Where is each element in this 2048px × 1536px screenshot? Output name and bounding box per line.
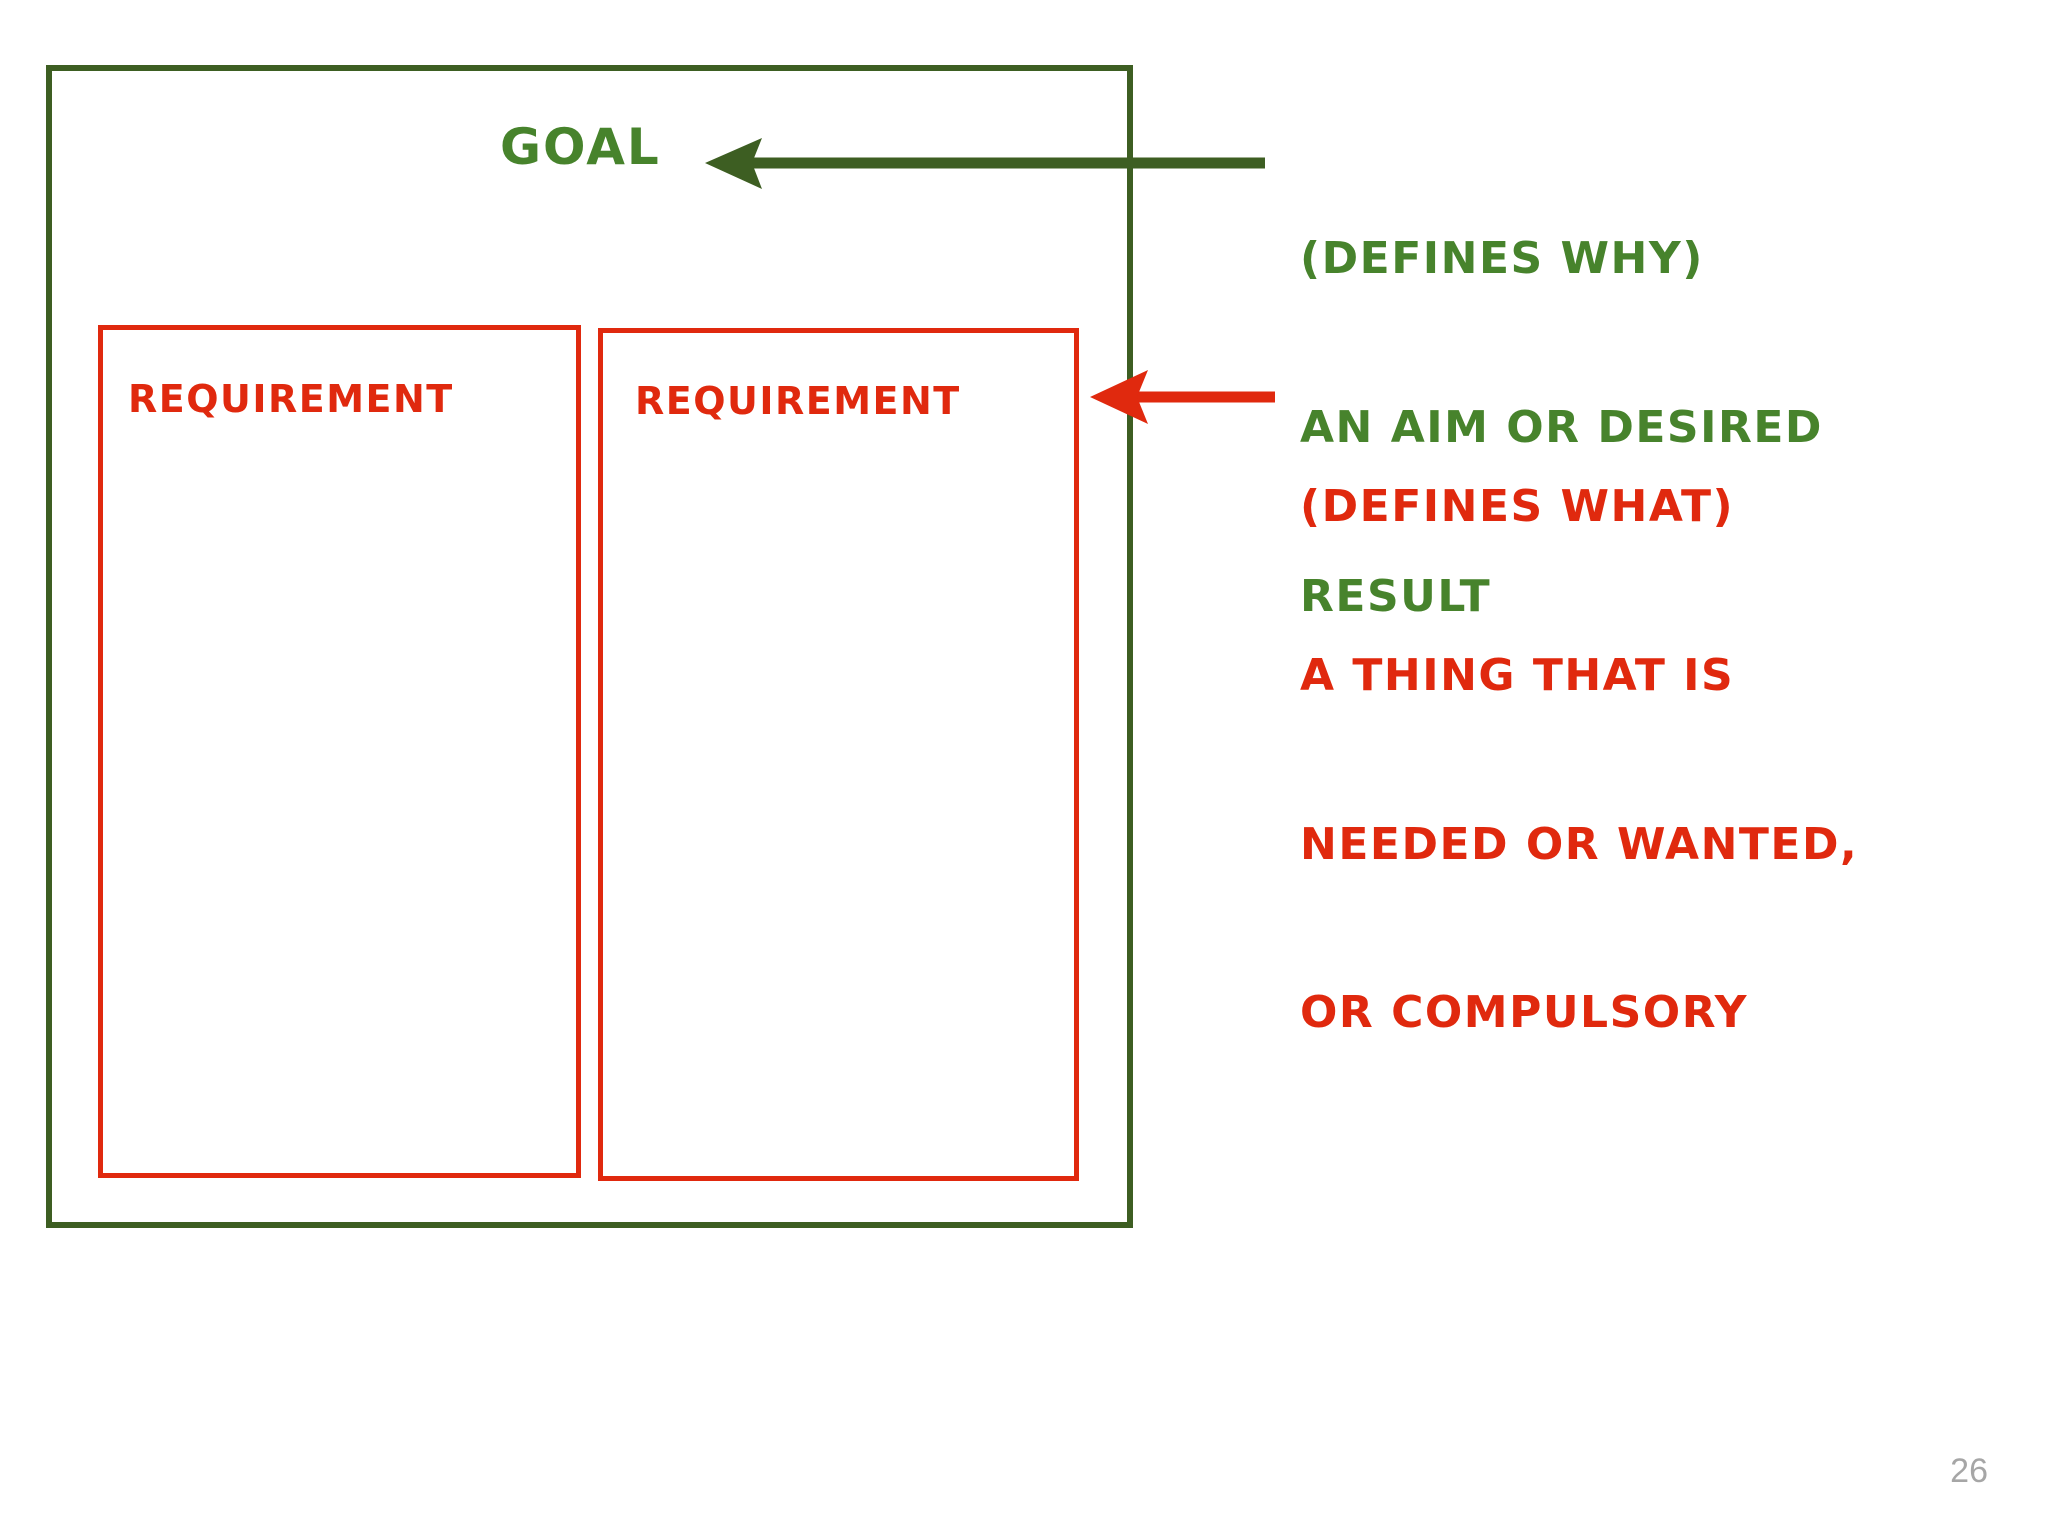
- requirement-annotation-line-2: A THING THAT IS: [1300, 649, 1735, 701]
- goal-annotation-line-1: (DEFINES WHY): [1300, 232, 1704, 284]
- requirement-annotation-line-1: (DEFINES WHAT): [1300, 480, 1735, 532]
- goal-label: GOAL: [500, 118, 661, 176]
- requirement-annotation-line-4: OR COMPULSORY: [1300, 987, 1749, 1039]
- goal-annotation-line-3: RESULT: [1300, 570, 1492, 622]
- requirement-label-1: REQUIREMENT: [128, 377, 454, 421]
- requirement-label-2: REQUIREMENT: [635, 379, 961, 423]
- goal-container-box: [46, 65, 1133, 1228]
- requirement-box-2: [598, 328, 1079, 1181]
- requirement-box-1: [98, 325, 581, 1178]
- requirement-annotation-line-3: NEEDED OR WANTED,: [1300, 818, 1859, 870]
- goal-annotation-line-2: AN AIM OR DESIRED: [1300, 401, 1823, 453]
- requirement-annotation-text: (DEFINES WHAT) A THING THAT IS NEEDED OR…: [1300, 366, 1858, 1154]
- goal-annotation-text: (DEFINES WHY) AN AIM OR DESIRED RESULT: [1300, 118, 1823, 737]
- page-number: 26: [1950, 1452, 1988, 1490]
